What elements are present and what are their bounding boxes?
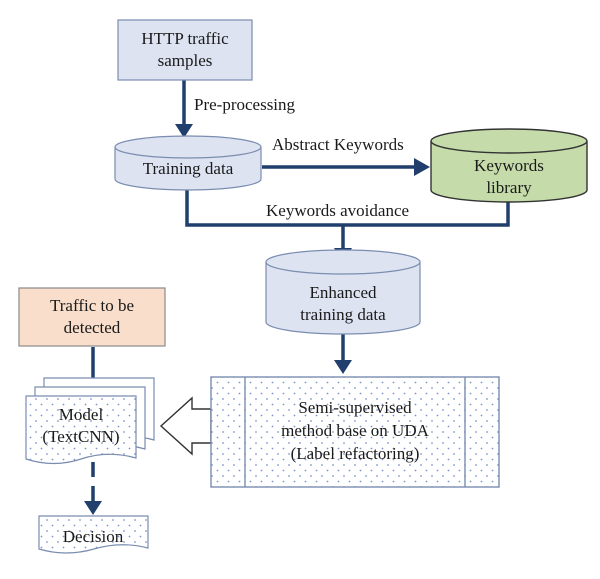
arrowhead-semi xyxy=(334,360,352,374)
traffic-detected-line2: detected xyxy=(64,318,121,337)
enhanced-data-line1: Enhanced xyxy=(309,283,377,302)
hollow-arrow-semi-to-model xyxy=(159,396,212,456)
node-traffic-detected: Traffic to be detected xyxy=(18,287,166,347)
node-http-samples: HTTP traffic samples xyxy=(117,19,253,81)
training-data-label: Training data xyxy=(143,159,234,178)
keywords-library-line1: Keywords xyxy=(474,156,544,175)
enhanced-data-line2: training data xyxy=(300,305,386,324)
node-semi-supervised: Semi-supervised method base on UDA (Labe… xyxy=(210,376,500,488)
arrowhead-training xyxy=(175,124,193,138)
node-keywords-library: Keywords library xyxy=(430,128,588,203)
node-model: Model (TextCNN) xyxy=(25,377,155,465)
label-keywords-avoidance: Keywords avoidance xyxy=(266,201,409,220)
model-doc-front xyxy=(25,395,137,465)
line-library-to-merge xyxy=(343,200,510,227)
label-abstract-keywords: Abstract Keywords xyxy=(272,135,404,154)
semi-supervised-line3: (Label refactoring) xyxy=(291,444,420,463)
model-line1: Model xyxy=(59,405,104,424)
node-enhanced-data: Enhanced training data xyxy=(265,249,421,335)
node-decision: Decision xyxy=(38,515,149,554)
arrowhead-decision xyxy=(84,501,102,515)
semi-supervised-line2: method base on UDA xyxy=(281,421,430,440)
node-training-data: Training data xyxy=(114,135,262,191)
line-training-to-merge xyxy=(185,188,343,227)
decision-label: Decision xyxy=(63,527,124,546)
traffic-detected-line1: Traffic to be xyxy=(50,296,134,315)
http-samples-line1: HTTP traffic xyxy=(141,29,229,48)
connectors xyxy=(91,80,510,503)
semi-supervised-line1: Semi-supervised xyxy=(298,398,412,417)
label-preprocessing: Pre-processing xyxy=(194,95,296,114)
keywords-library-line2: library xyxy=(486,178,532,197)
arrowhead-library xyxy=(414,158,430,176)
model-line2: (TextCNN) xyxy=(42,427,119,446)
http-samples-line2: samples xyxy=(158,51,213,70)
